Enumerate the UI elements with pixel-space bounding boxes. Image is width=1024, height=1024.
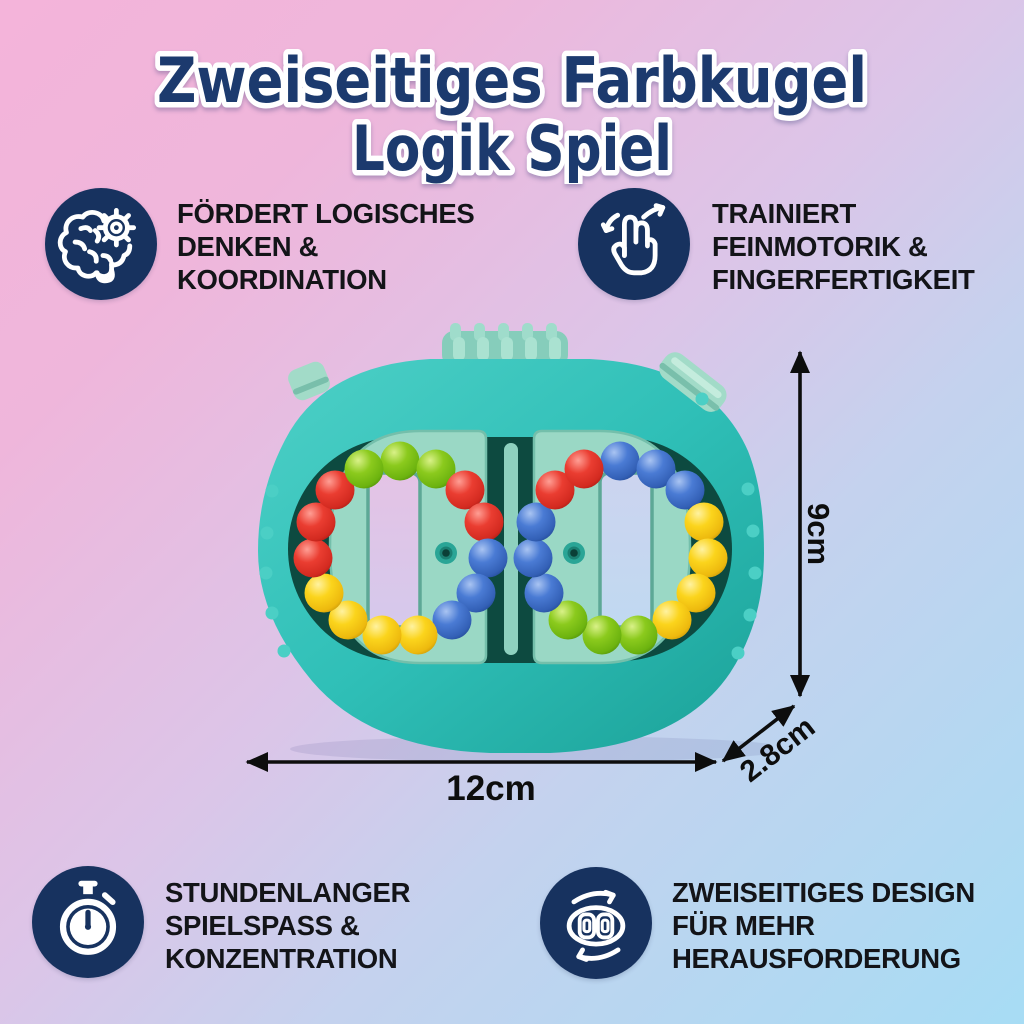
feature-line: ZWEISEITIGES DESIGN bbox=[672, 877, 975, 908]
ball-red bbox=[535, 470, 575, 510]
ball-blue bbox=[513, 538, 553, 578]
stopwatch-icon bbox=[59, 880, 117, 955]
feature-line: TRAINIERT bbox=[712, 198, 856, 229]
ball-yellow bbox=[684, 502, 724, 542]
feature-design-badge bbox=[540, 867, 652, 979]
ball-blue bbox=[665, 470, 705, 510]
ball-green bbox=[582, 615, 622, 655]
left-ring-balls bbox=[293, 441, 508, 655]
ball-blue bbox=[456, 573, 496, 613]
width-dimension-label: 12cm bbox=[446, 769, 536, 808]
right-window bbox=[598, 471, 654, 629]
ball-yellow bbox=[328, 600, 368, 640]
ball-red bbox=[296, 502, 336, 542]
height-dimension-label: 9cm bbox=[801, 502, 836, 566]
feature-spielspass-badge bbox=[32, 866, 144, 978]
product-svg bbox=[258, 323, 770, 762]
ball-yellow bbox=[304, 573, 344, 613]
ball-red bbox=[464, 502, 504, 542]
texture-bumps bbox=[259, 392, 762, 660]
feature-line: FINGERFERTIGKEIT bbox=[712, 264, 975, 295]
ball-red bbox=[564, 449, 604, 489]
ball-yellow bbox=[398, 615, 438, 655]
feature-line: FÜR MEHR bbox=[672, 910, 815, 941]
ball-red bbox=[445, 470, 485, 510]
left-window bbox=[366, 471, 422, 629]
feature-line: HERAUSFORDERUNG bbox=[672, 943, 961, 974]
feature-logic-text: FÖRDERT LOGISCHES DENKEN & KOORDINATION bbox=[177, 197, 475, 296]
feature-spielspass-text: STUNDENLANGER SPIELSPASS & KONZENTRATION bbox=[165, 876, 410, 975]
left-side-tab bbox=[288, 361, 330, 401]
right-ring-balls bbox=[513, 441, 728, 655]
brain-gear-icon bbox=[57, 208, 137, 284]
feature-motorik-badge bbox=[578, 188, 690, 300]
feature-motorik-text: TRAINIERT FEINMOTORIK & FINGERFERTIGKEIT bbox=[712, 197, 975, 296]
right-pivot bbox=[563, 542, 585, 564]
ball-blue bbox=[432, 600, 472, 640]
title-line-2: Logik Spiel bbox=[352, 112, 672, 184]
ball-blue bbox=[468, 538, 508, 578]
center-divider bbox=[504, 443, 518, 655]
feature-line: KONZENTRATION bbox=[165, 943, 398, 974]
feature-line: KOORDINATION bbox=[177, 264, 387, 295]
ball-green bbox=[618, 615, 658, 655]
ball-blue bbox=[636, 449, 676, 489]
ball-yellow bbox=[362, 615, 402, 655]
top-ridged-cap bbox=[442, 323, 568, 367]
ball-green bbox=[416, 449, 456, 489]
ball-green bbox=[344, 449, 384, 489]
ball-green bbox=[548, 600, 588, 640]
ball-blue bbox=[600, 441, 640, 481]
title-line-1: Zweiseitiges Farbkugel bbox=[157, 44, 867, 117]
ball-green bbox=[380, 441, 420, 481]
feature-line: FÖRDERT LOGISCHES bbox=[177, 198, 475, 229]
ball-yellow bbox=[688, 538, 728, 578]
ball-blue bbox=[524, 573, 564, 613]
ball-yellow bbox=[652, 600, 692, 640]
ball-blue bbox=[516, 502, 556, 542]
ball-yellow bbox=[676, 573, 716, 613]
feature-line: SPIELSPASS & bbox=[165, 910, 360, 941]
two-sided-rotation-icon bbox=[566, 889, 626, 962]
left-pivot bbox=[435, 542, 457, 564]
page-title: Zweiseitiges Farbkugel Logik Spiel bbox=[152, 39, 873, 185]
feature-line: FEINMOTORIK & bbox=[712, 231, 928, 262]
feature-design-text: ZWEISEITIGES DESIGN FÜR MEHR HERAUSFORDE… bbox=[672, 876, 975, 975]
feature-line: STUNDENLANGER bbox=[165, 877, 411, 908]
feature-logic-badge bbox=[45, 188, 157, 300]
feature-line: DENKEN & bbox=[177, 231, 319, 262]
ball-red bbox=[315, 470, 355, 510]
ball-red bbox=[293, 538, 333, 578]
swipe-hand-icon bbox=[600, 203, 666, 276]
